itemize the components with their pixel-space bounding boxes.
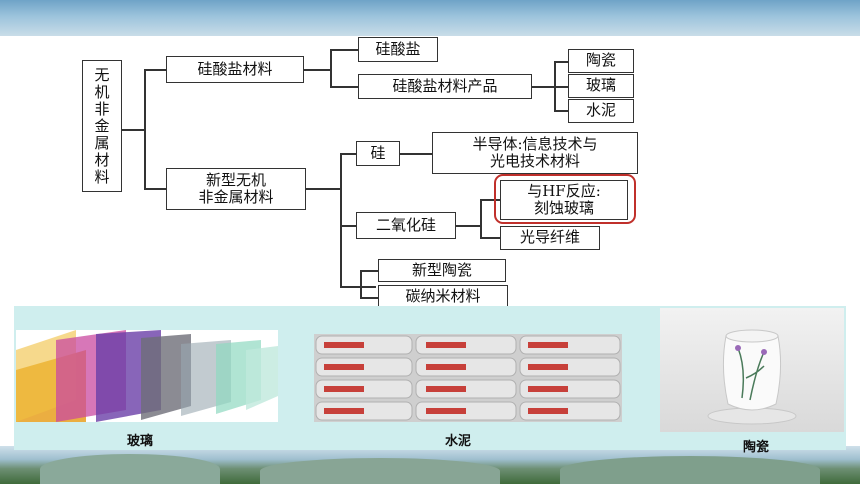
node-silicate: 硅酸盐 — [358, 37, 438, 62]
node-carbon-nanomaterial: 碳纳米材料 — [378, 285, 508, 309]
node-glass: 玻璃 — [568, 74, 634, 98]
node-silicate-products: 硅酸盐材料产品 — [358, 74, 532, 99]
bottom-landscape-strip — [0, 446, 860, 484]
highlight-box — [494, 174, 636, 224]
node-silica: 二氧化硅 — [356, 212, 456, 239]
node-silicon: 硅 — [356, 141, 400, 166]
node-hf-reaction: 与HF反应: 刻蚀玻璃 — [500, 180, 628, 220]
node-ceramic: 陶瓷 — [568, 49, 634, 73]
glass-caption: 玻璃 — [126, 434, 153, 449]
node-optical-fiber: 光导纤维 — [500, 226, 600, 250]
cement-photo — [314, 334, 622, 422]
top-banner — [0, 0, 860, 36]
ceramic-caption: 陶瓷 — [742, 440, 769, 455]
node-new-ceramic: 新型陶瓷 — [378, 259, 506, 282]
node-silicate-materials: 硅酸盐材料 — [166, 56, 304, 83]
node-new-inorganic-materials: 新型无机 非金属材料 — [166, 168, 306, 210]
cement-caption: 水泥 — [444, 434, 471, 449]
glass-photo — [16, 330, 278, 422]
node-inorganic-nonmetal-materials: 无 机 非 金 属 材 料 — [82, 60, 122, 192]
node-cement: 水泥 — [568, 99, 634, 123]
ceramic-photo — [660, 308, 844, 432]
node-semiconductor: 半导体:信息技术与 光电技术材料 — [432, 132, 638, 174]
